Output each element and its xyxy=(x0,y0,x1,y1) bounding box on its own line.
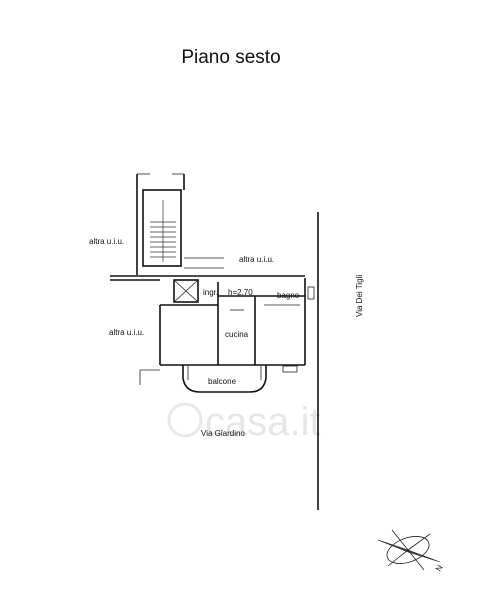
label-ingr: ingr. xyxy=(203,288,218,297)
surrounding-walls xyxy=(139,212,319,510)
watermark-logo-icon: casa.it xyxy=(167,400,321,444)
corridor-walls xyxy=(110,257,305,281)
label-height: h=2.70 xyxy=(228,288,253,297)
label-altra-uiu-left: altra u.i.u. xyxy=(89,237,124,246)
elevator-icon xyxy=(173,279,199,303)
balcony xyxy=(182,365,267,393)
label-cucina: cucina xyxy=(225,330,249,339)
apartment-outline xyxy=(159,278,306,366)
label-via-dei-tigli: Via Dei Tigli xyxy=(355,275,364,317)
label-via-giardino: Via Giardino xyxy=(201,429,245,438)
label-balcone: balcone xyxy=(208,377,237,386)
windows xyxy=(282,286,315,373)
stairwell xyxy=(136,173,185,275)
watermark-text: casa.it xyxy=(205,400,321,444)
compass-rose-icon: N xyxy=(377,529,445,573)
label-altra-uiu-lower-left: altra u.i.u. xyxy=(109,328,144,337)
plan-title: Piano sesto xyxy=(181,47,280,68)
label-altra-uiu-top: altra u.i.u. xyxy=(239,255,274,264)
compass-north-label: N xyxy=(434,563,445,573)
label-bagno: bagno xyxy=(277,291,300,300)
